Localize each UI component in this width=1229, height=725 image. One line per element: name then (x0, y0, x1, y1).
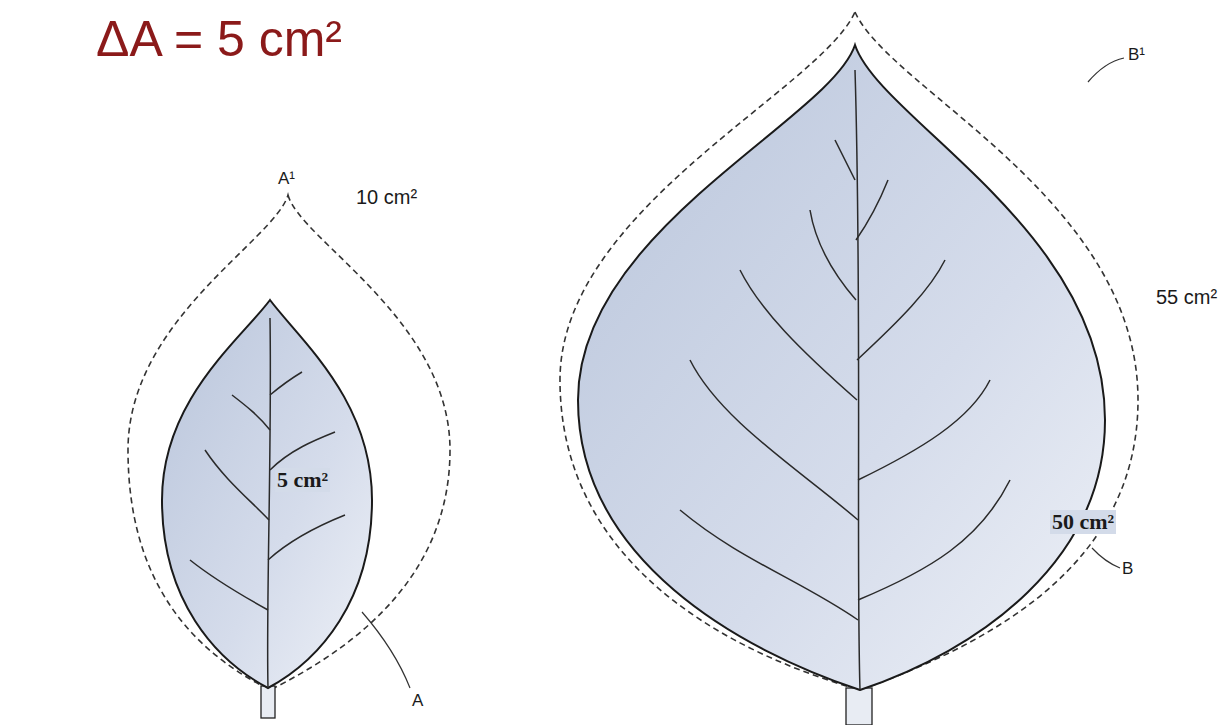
leaf-shape (150, 290, 386, 722)
heading: ΔA = 5 cm² (96, 12, 342, 67)
dashed-outline (128, 195, 450, 690)
outline-label: B (1122, 560, 1133, 579)
leader-line (362, 612, 410, 688)
outline-label: A¹ (278, 170, 295, 189)
outline-label: B¹ (1128, 46, 1145, 65)
area-value: 50 cm² (1050, 510, 1116, 534)
area-value: 5 cm² (275, 468, 330, 492)
leader-line (1088, 58, 1124, 82)
area-value: 55 cm² (1156, 286, 1217, 308)
leaf: 5 cm² (150, 290, 386, 722)
leaf: 50 cm² (570, 35, 1115, 725)
leaf-shape (570, 35, 1115, 725)
leader-line (1092, 548, 1120, 568)
area-value: 10 cm² (356, 186, 417, 208)
dashed-outline (560, 12, 1138, 690)
outline-label: A (412, 692, 423, 711)
